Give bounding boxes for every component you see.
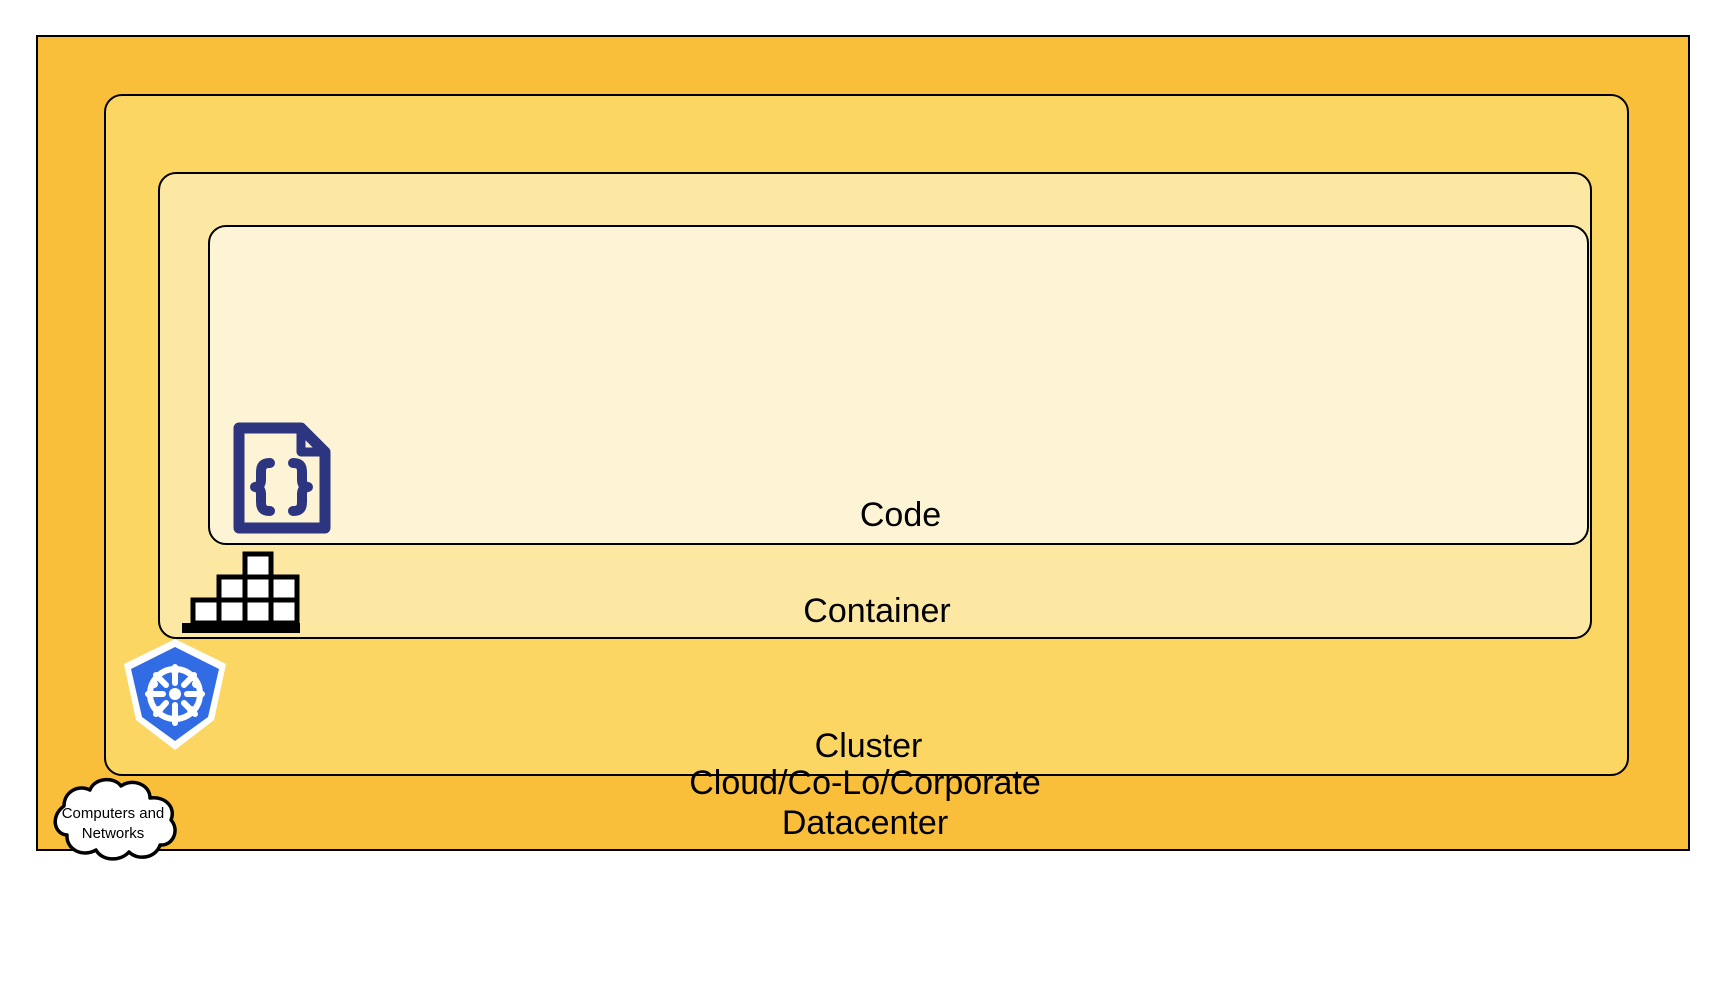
layer-datacenter[interactable]: Code	[36, 35, 1690, 851]
layer-code[interactable]: Code	[208, 225, 1589, 545]
layer-cluster[interactable]: Code	[104, 94, 1629, 776]
layer-label-code: Code	[859, 496, 942, 534]
layer-label-cluster: Cluster	[814, 727, 923, 765]
cloud-callout-computers-networks[interactable]: Computers and Networks	[28, 772, 198, 864]
layer-container[interactable]: Code	[158, 172, 1592, 639]
container-bricks-icon	[174, 551, 300, 635]
cloud-callout-line-1: Computers and	[62, 805, 165, 822]
code-json-file-icon	[230, 419, 334, 537]
layer-label-datacenter: Cloud/Co-Lo/Corporate Datacenter	[689, 764, 1041, 842]
cloud-callout-line-2: Networks	[82, 825, 145, 842]
kubernetes-icon	[116, 637, 234, 752]
layer-label-container: Container	[803, 592, 951, 630]
